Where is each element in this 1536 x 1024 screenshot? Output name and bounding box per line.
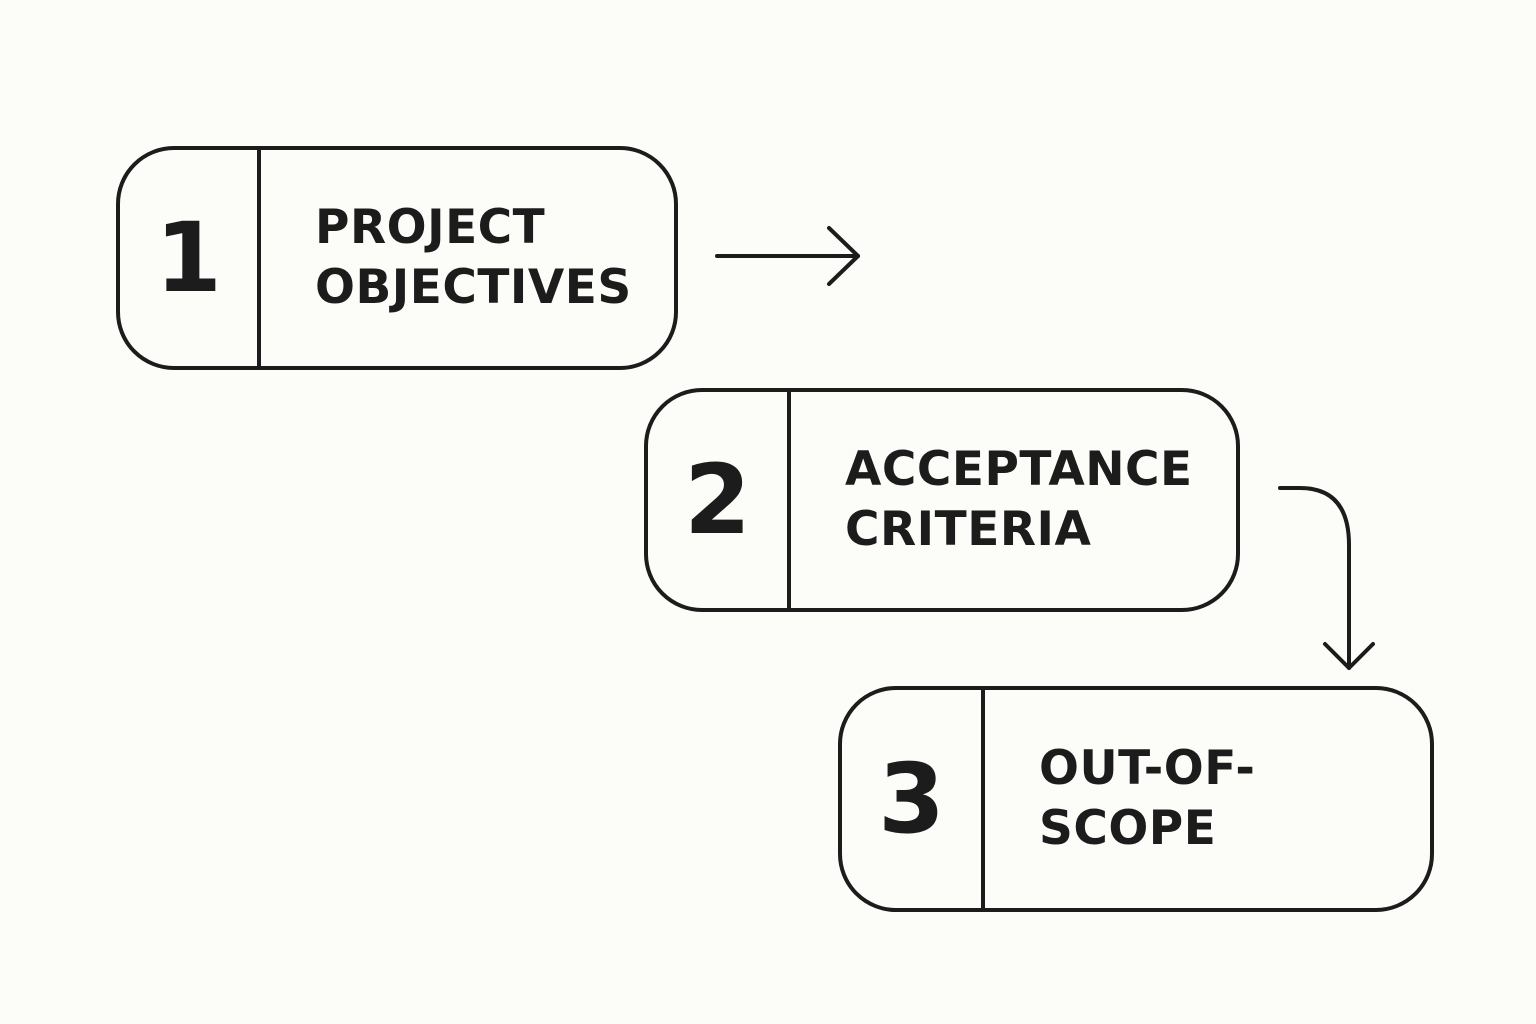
step-3-label-line-1: OUT-OF- (1039, 741, 1256, 796)
step-2-box: 2 ACCEPTANCE CRITERIA (644, 388, 1240, 612)
step-3-label-cell: OUT-OF- SCOPE (985, 690, 1430, 908)
step-1-number-cell: 1 (120, 150, 261, 366)
step-1-label-line-2: OBJECTIVES (315, 260, 632, 315)
step-1-box: 1 PROJECT OBJECTIVES (116, 146, 678, 370)
step-3-number: 3 (878, 743, 945, 855)
step-3-label-line-2: SCOPE (1039, 801, 1217, 856)
arrow-curved-down-icon (1278, 486, 1375, 670)
step-2-label-line-1: ACCEPTANCE (845, 442, 1193, 497)
step-2-number-cell: 2 (648, 392, 791, 608)
step-1-label: PROJECT OBJECTIVES (315, 198, 632, 318)
step-2-label-cell: ACCEPTANCE CRITERIA (791, 392, 1236, 608)
step-3-box: 3 OUT-OF- SCOPE (838, 686, 1434, 912)
step-3-label: OUT-OF- SCOPE (1039, 739, 1255, 859)
step-2-label-line-2: CRITERIA (845, 502, 1092, 557)
step-1-label-line-1: PROJECT (315, 200, 546, 255)
arrow-right-icon (715, 226, 860, 286)
step-2-number: 2 (684, 444, 751, 556)
step-1-label-cell: PROJECT OBJECTIVES (261, 150, 674, 366)
step-3-number-cell: 3 (842, 690, 985, 908)
step-1-number: 1 (155, 202, 222, 314)
step-2-label: ACCEPTANCE CRITERIA (845, 440, 1193, 560)
